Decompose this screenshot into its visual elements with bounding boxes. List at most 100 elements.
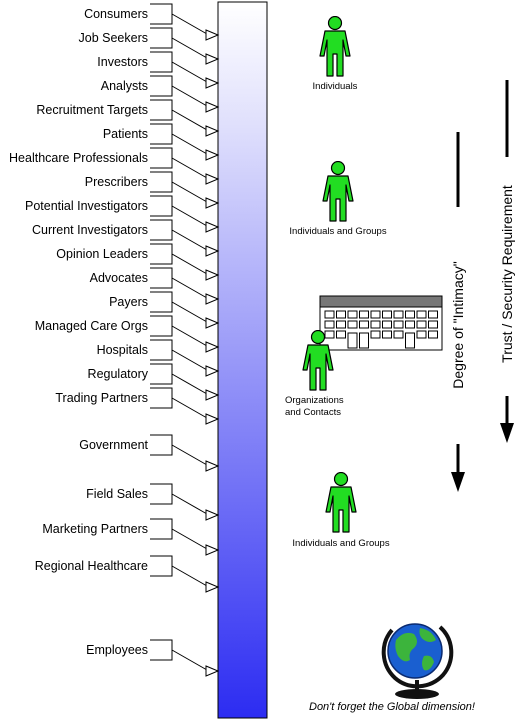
label-bracket bbox=[150, 51, 173, 73]
arrowhead-icon bbox=[205, 293, 220, 305]
building-window bbox=[324, 310, 335, 319]
building-door bbox=[359, 332, 369, 349]
audience-label: Prescribers bbox=[85, 175, 148, 189]
building-window bbox=[428, 320, 438, 329]
building-window bbox=[393, 320, 404, 329]
audience-label: Marketing Partners bbox=[42, 522, 148, 536]
building-window bbox=[370, 330, 381, 339]
building-window bbox=[428, 310, 438, 319]
intimacy-gradient-bar bbox=[217, 1, 268, 719]
trust-axis: Trust / Security Requirement bbox=[499, 80, 515, 443]
arrowhead-icon bbox=[205, 317, 220, 329]
connector-line bbox=[171, 493, 208, 515]
building-window bbox=[347, 310, 358, 319]
arrowhead-icon bbox=[205, 53, 220, 65]
connector-line bbox=[171, 13, 208, 35]
audience-item: Employees bbox=[86, 639, 220, 677]
connector-line bbox=[171, 373, 208, 395]
connector-line bbox=[171, 397, 208, 419]
audience-label: Job Seekers bbox=[79, 31, 148, 45]
connector-line bbox=[171, 85, 208, 107]
arrowhead-icon bbox=[205, 665, 220, 677]
label-bracket bbox=[150, 518, 173, 540]
connector-line bbox=[171, 37, 208, 59]
arrowhead-icon bbox=[205, 544, 220, 556]
connector-line bbox=[171, 565, 208, 587]
globe-icon bbox=[381, 623, 454, 699]
building-window bbox=[324, 320, 335, 329]
connector-line bbox=[171, 528, 208, 550]
individuals-groups-figure-2: Individuals and Groups bbox=[292, 472, 390, 549]
connector-line bbox=[171, 205, 208, 227]
arrowhead-icon bbox=[205, 269, 220, 281]
audience-label: Opinion Leaders bbox=[56, 247, 148, 261]
building-window bbox=[393, 330, 404, 339]
audience-label: Regulatory bbox=[88, 367, 149, 381]
organizations-label-line2: and Contacts bbox=[285, 407, 341, 418]
building-window bbox=[336, 330, 346, 339]
building-window bbox=[347, 320, 358, 329]
audience-item: Current Investigators bbox=[32, 219, 220, 257]
connector-line bbox=[171, 444, 208, 466]
label-bracket bbox=[150, 483, 173, 505]
label-bracket bbox=[150, 27, 173, 49]
building-window bbox=[370, 310, 381, 319]
label-bracket bbox=[150, 3, 173, 25]
intimacy-axis: Degree of "Intimacy" bbox=[450, 132, 466, 492]
audience-label: Potential Investigators bbox=[25, 199, 148, 213]
intimacy-axis-label: Degree of "Intimacy" bbox=[450, 261, 466, 388]
building-icon bbox=[319, 295, 443, 351]
arrowhead-icon bbox=[205, 221, 220, 233]
audience-item: Hospitals bbox=[97, 339, 220, 377]
audience-item: Analysts bbox=[101, 75, 220, 113]
audience-label: Managed Care Orgs bbox=[35, 319, 148, 333]
arrowhead-icon bbox=[205, 581, 220, 593]
building-window bbox=[336, 320, 346, 329]
label-bracket bbox=[150, 195, 173, 217]
connector-line bbox=[171, 649, 208, 671]
arrowhead-icon bbox=[205, 101, 220, 113]
label-bracket bbox=[150, 315, 173, 337]
building-window bbox=[324, 330, 335, 339]
audience-label: Trading Partners bbox=[55, 391, 148, 405]
building-door bbox=[347, 332, 358, 349]
arrow-down-icon bbox=[500, 423, 514, 443]
individuals-groups-label-2: Individuals and Groups bbox=[292, 538, 389, 549]
audience-item: Job Seekers bbox=[79, 27, 220, 65]
audience-item: Payers bbox=[109, 291, 220, 329]
audience-item: Opinion Leaders bbox=[56, 243, 220, 281]
building-window bbox=[416, 310, 427, 319]
audience-item: Government bbox=[79, 434, 220, 472]
label-bracket bbox=[150, 219, 173, 241]
audience-label: Recruitment Targets bbox=[36, 103, 148, 117]
global-dimension-caption: Don't forget the Global dimension! bbox=[309, 701, 475, 713]
audience-item: Trading Partners bbox=[55, 387, 220, 425]
audience-label: Government bbox=[79, 438, 148, 452]
arrowhead-icon bbox=[205, 149, 220, 161]
label-bracket bbox=[150, 75, 173, 97]
connector-line bbox=[171, 229, 208, 251]
label-bracket bbox=[150, 99, 173, 121]
connector-line bbox=[171, 253, 208, 275]
audience-label: Hospitals bbox=[97, 343, 148, 357]
audience-label: Patients bbox=[103, 127, 148, 141]
organizations-label-line1: Organizations bbox=[285, 395, 344, 406]
building-window bbox=[393, 310, 404, 319]
person-icon bbox=[325, 472, 357, 533]
connector-line bbox=[171, 109, 208, 131]
arrowhead-icon bbox=[205, 413, 220, 425]
audience-item: Recruitment Targets bbox=[36, 99, 220, 137]
individuals-figure: Individuals bbox=[313, 16, 358, 92]
connector-line bbox=[171, 181, 208, 203]
label-bracket bbox=[150, 147, 173, 169]
label-bracket bbox=[150, 123, 173, 145]
audience-item: Prescribers bbox=[85, 171, 220, 209]
arrowhead-icon bbox=[205, 125, 220, 137]
building-window bbox=[370, 320, 381, 329]
audience-item: Consumers bbox=[84, 3, 220, 41]
audience-item: Managed Care Orgs bbox=[35, 315, 220, 353]
individuals-groups-figure-1: Individuals and Groups bbox=[289, 161, 387, 237]
individuals-groups-label-1: Individuals and Groups bbox=[289, 226, 386, 237]
arrowhead-icon bbox=[205, 197, 220, 209]
audience-item: Advocates bbox=[90, 267, 220, 305]
